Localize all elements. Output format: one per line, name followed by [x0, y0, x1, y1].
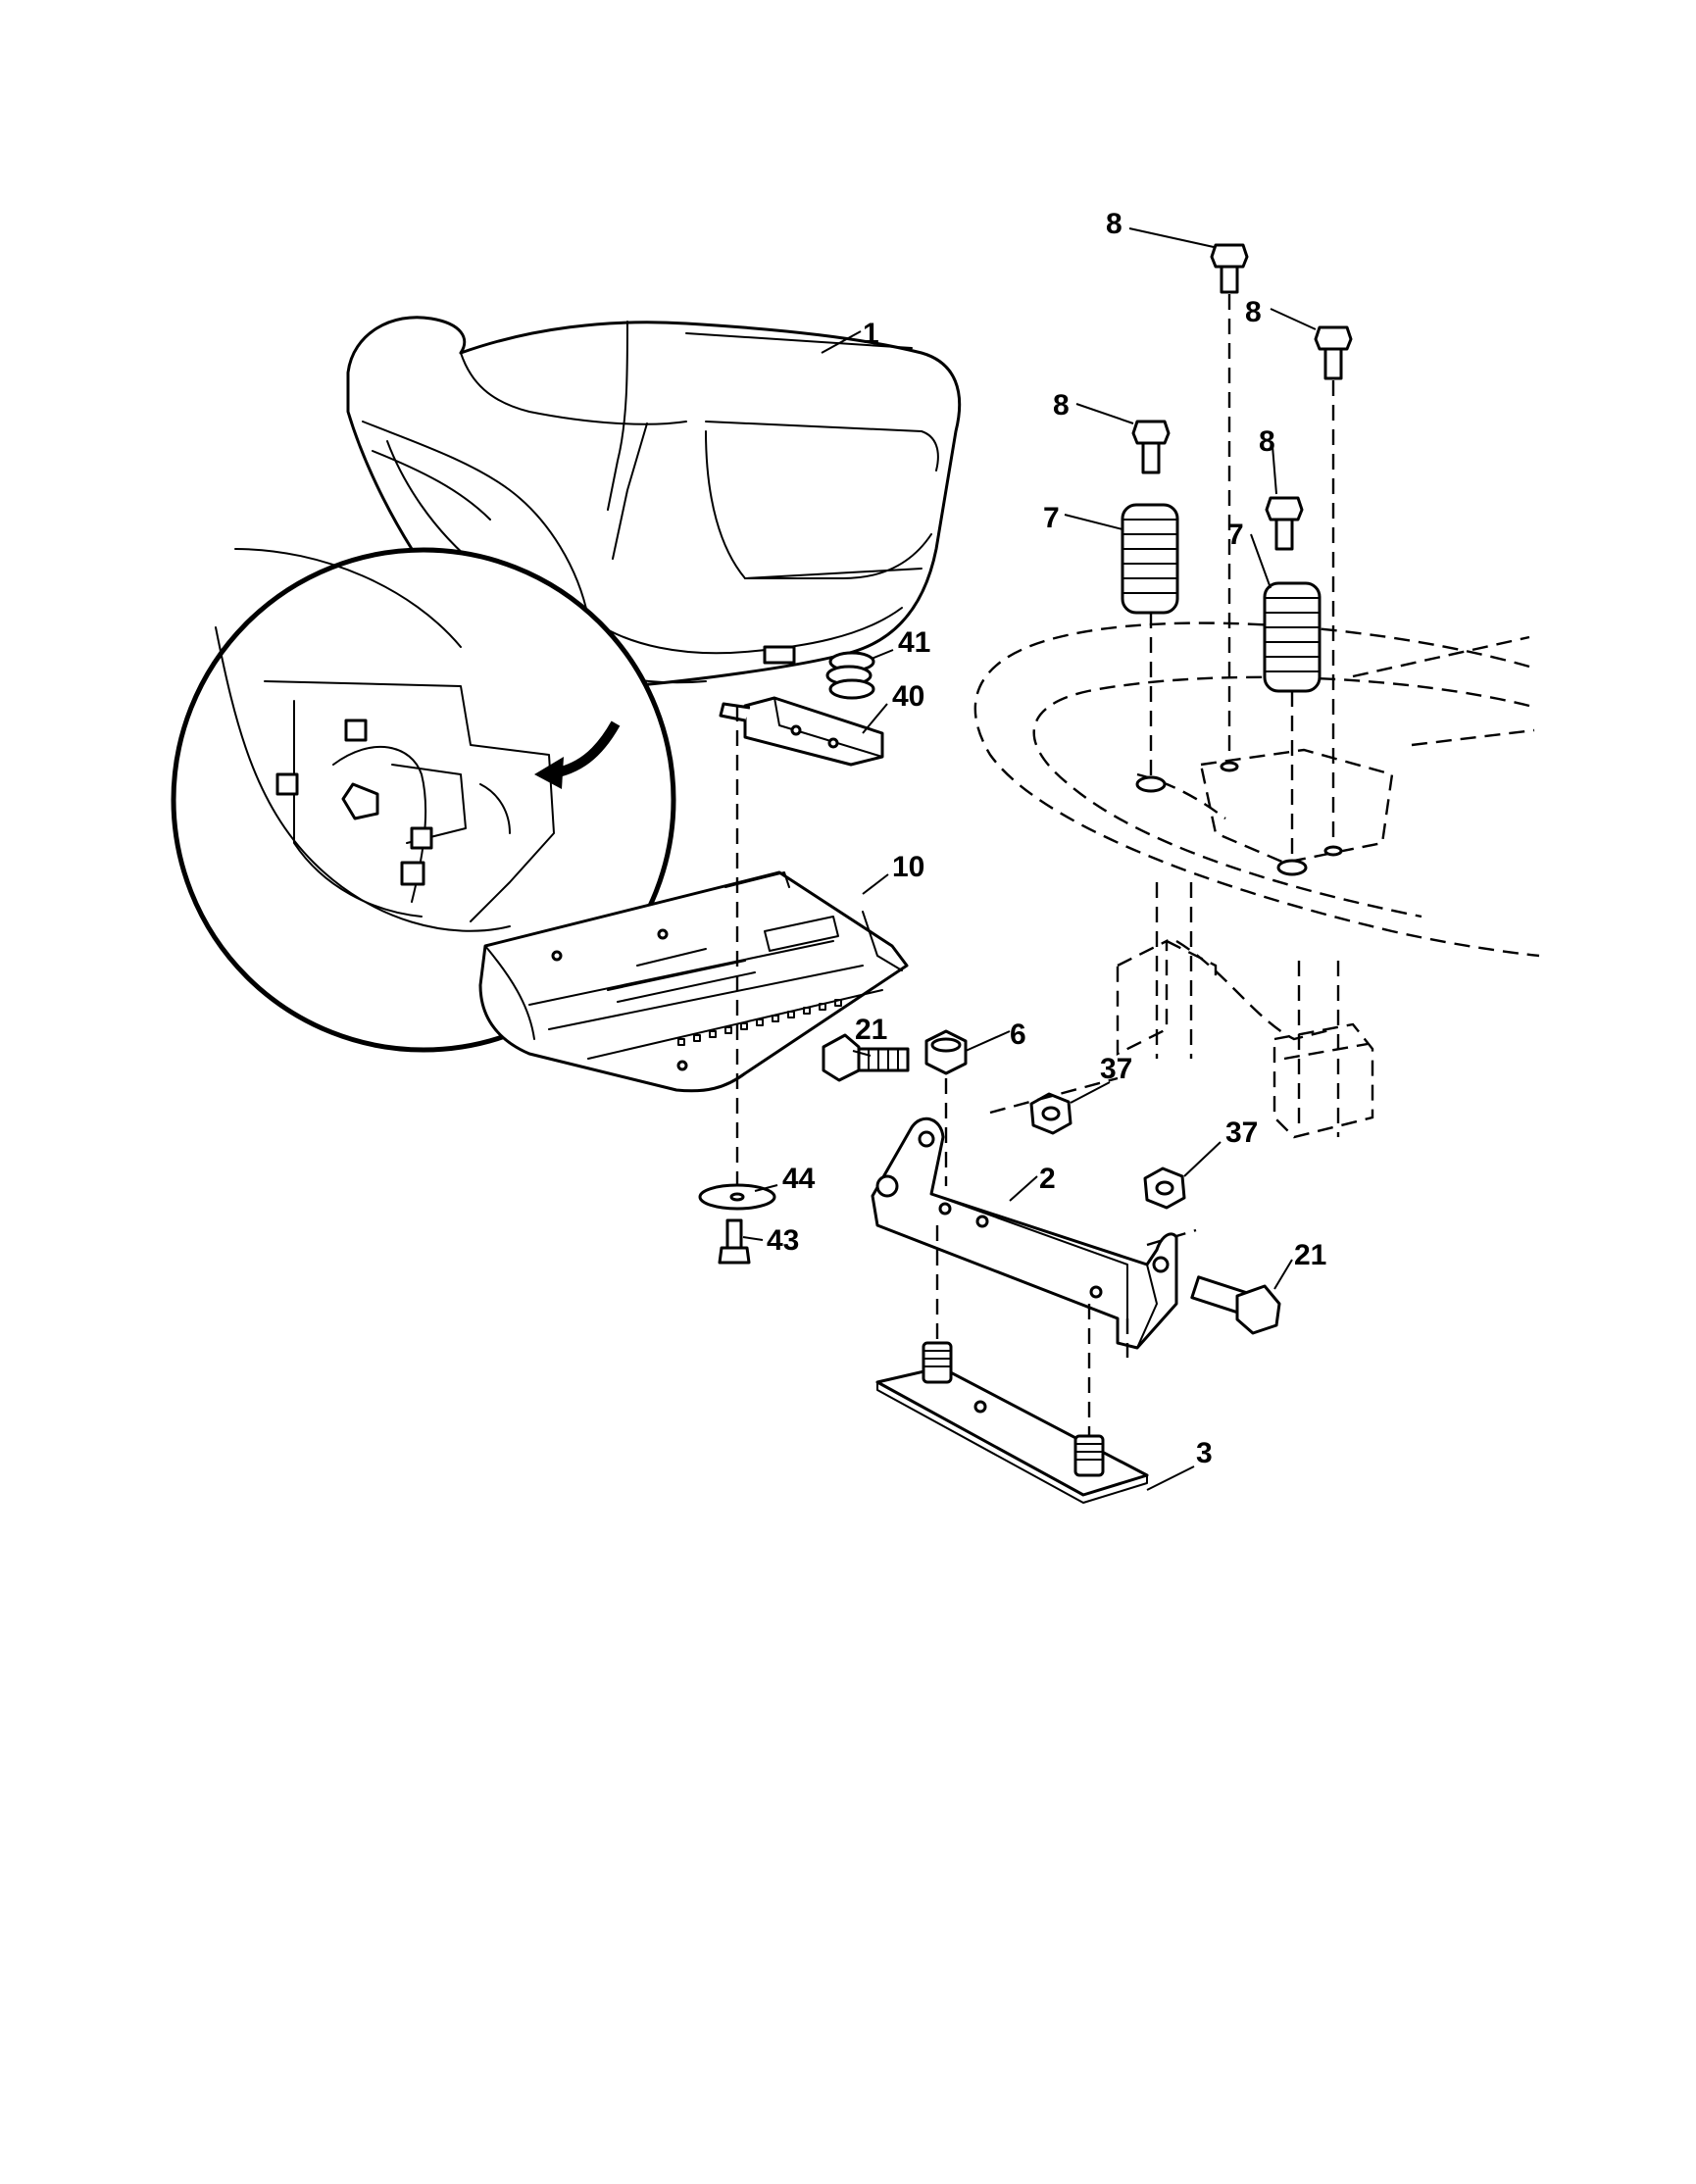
frame-fender-outline — [973, 621, 1540, 1137]
fender-holes — [1135, 761, 1343, 876]
callout-10: 10 — [892, 851, 924, 883]
bolt-8-a — [1210, 243, 1249, 294]
callout-6: 6 — [1010, 1018, 1026, 1051]
callout-41: 41 — [898, 626, 930, 659]
callout-8a: 8 — [1106, 208, 1122, 240]
callout-37b: 37 — [1225, 1117, 1258, 1149]
callout-37a: 37 — [1100, 1053, 1132, 1085]
nut-37-a — [1029, 1092, 1072, 1135]
callout-40: 40 — [892, 680, 924, 713]
bolt-8-c — [1131, 420, 1171, 474]
bolt-21-right — [1190, 1275, 1281, 1335]
seat-pan-10 — [478, 870, 909, 1093]
plate-3 — [875, 1341, 1149, 1504]
bolt-centerlines — [1149, 294, 1335, 863]
detail-circle — [171, 547, 676, 1053]
callout-8b: 8 — [1245, 296, 1262, 328]
spring-7-a — [1121, 503, 1179, 615]
callout-7a: 7 — [1043, 502, 1060, 534]
nut-37-b — [1143, 1166, 1186, 1210]
leader-lines — [742, 227, 1317, 1491]
callout-1: 1 — [863, 318, 879, 350]
callout-8d: 8 — [1259, 425, 1275, 458]
callout-labels: 1 2 3 6 7 7 8 8 8 8 10 21 21 37 37 40 41… — [767, 208, 1326, 1469]
switch-40 — [719, 696, 884, 767]
callout-21a: 21 — [855, 1014, 887, 1046]
detail-arrow — [534, 720, 621, 789]
plate-centerlines — [935, 1225, 1129, 1436]
callout-44: 44 — [782, 1163, 816, 1195]
seat-pan-adjust-slots — [677, 999, 842, 1046]
callout-2: 2 — [1039, 1163, 1056, 1195]
callout-21b: 21 — [1294, 1239, 1326, 1271]
bracket-2 — [871, 1117, 1178, 1350]
callout-7b: 7 — [1227, 519, 1244, 551]
frame-bracket-right — [1272, 1022, 1374, 1139]
nut-6 — [924, 1029, 968, 1075]
screw-43 — [718, 1218, 751, 1265]
bolt-8-b — [1314, 325, 1353, 380]
frame-bracket-left — [1116, 939, 1334, 1056]
bolt-21-left — [822, 1033, 910, 1082]
spring-7-b — [1263, 581, 1322, 693]
spring-41 — [825, 651, 875, 700]
callout-43: 43 — [767, 1224, 799, 1257]
callout-3: 3 — [1196, 1437, 1213, 1469]
callout-8c: 8 — [1053, 389, 1070, 422]
bolt-8-d — [1265, 496, 1304, 551]
